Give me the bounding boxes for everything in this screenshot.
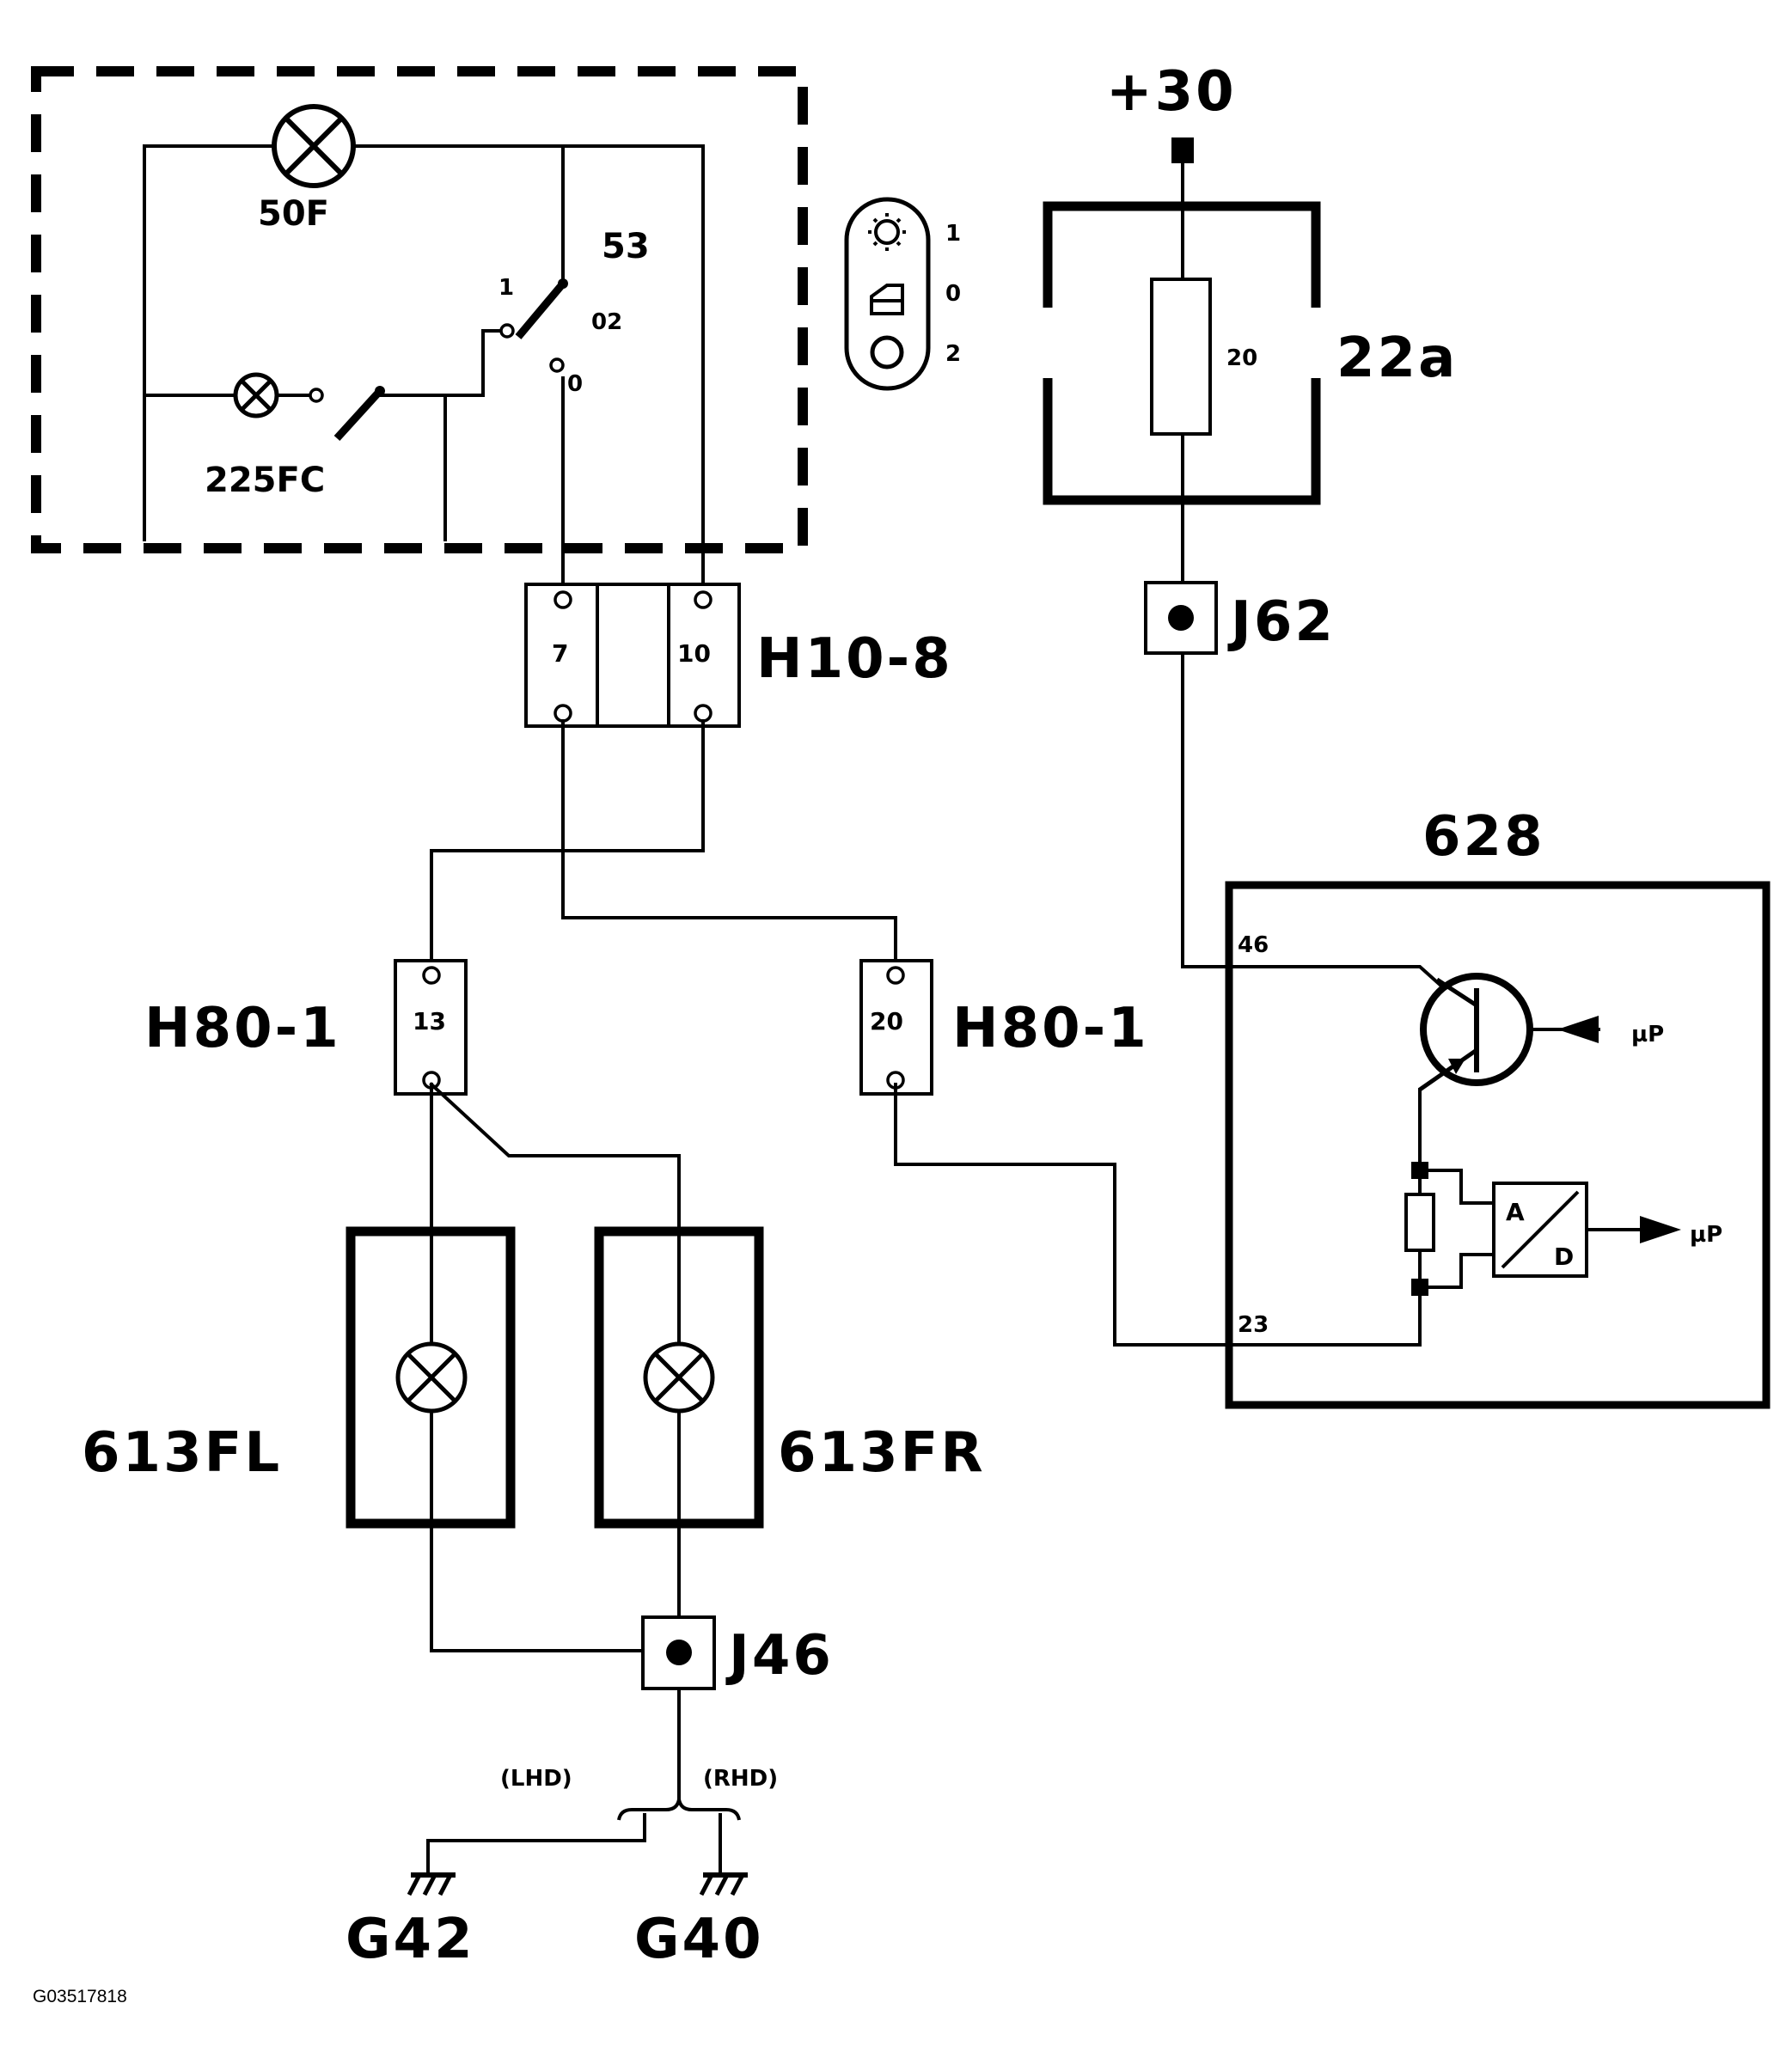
module-628-pin-23: 23 bbox=[1238, 1312, 1269, 1338]
lamp-50f-icon bbox=[272, 104, 356, 188]
lamp-225fc-icon bbox=[233, 372, 279, 418]
selector-contact-1 bbox=[499, 323, 515, 339]
junction-j46: J46 bbox=[641, 1615, 834, 1690]
selector-blade-icon bbox=[515, 281, 566, 339]
ground-rhd-label: (RHD) bbox=[703, 1766, 778, 1792]
selector-pivot bbox=[558, 278, 568, 289]
supply-label: +30 bbox=[1106, 60, 1237, 124]
switch-225fc-pivot bbox=[375, 386, 385, 396]
connector-h10-8-label: H10-8 bbox=[756, 627, 953, 691]
door-icon bbox=[870, 284, 904, 315]
figure-id: G03517818 bbox=[33, 1987, 127, 2006]
ground-g40-icon bbox=[699, 1872, 748, 1896]
fuse-box-label: 22a bbox=[1336, 327, 1458, 390]
connector-h10-8: 7 10 H10-8 bbox=[524, 583, 953, 728]
module-628-pin-46: 46 bbox=[1238, 932, 1269, 958]
module-signal-in: µP bbox=[1631, 1022, 1664, 1047]
ground-lhd-label: (LHD) bbox=[500, 1766, 572, 1792]
selector-pos-1: 1 bbox=[498, 275, 514, 301]
transistor-icon bbox=[1418, 973, 1533, 1092]
wire-613fl-to-j46 bbox=[430, 1522, 645, 1652]
h10-8-pin-10: 10 bbox=[677, 639, 711, 668]
wire-ad-top bbox=[1427, 1169, 1495, 1205]
selector-label: 53 bbox=[602, 227, 650, 266]
junction-j62-label: J62 bbox=[1227, 590, 1336, 654]
ground-g40-label: G40 bbox=[634, 1908, 764, 1971]
switch-unit: 50F 225FC 53 1 02 0 bbox=[31, 66, 808, 590]
wire-lamp-right bbox=[351, 144, 705, 541]
wire-switch-out bbox=[378, 329, 509, 397]
h80-right-pin: 20 bbox=[870, 1007, 903, 1035]
lamp-613fr-label: 613FR bbox=[778, 1421, 986, 1485]
ground-option-brace bbox=[617, 1799, 741, 1821]
ad-label-a: A bbox=[1506, 1198, 1525, 1226]
wire-ad-bottom bbox=[1427, 1253, 1495, 1289]
switch-225fc-label: 225FC bbox=[205, 461, 325, 500]
position-legend: 1 0 2 bbox=[844, 197, 961, 391]
h10-8-pin-7: 7 bbox=[552, 639, 568, 668]
ad-converter: A D bbox=[1492, 1182, 1588, 1278]
fuse-box-22a: 20 22a bbox=[1043, 201, 1458, 505]
legend-pos-0: 0 bbox=[945, 281, 961, 307]
wire-h10-pin7-to-h80-20 bbox=[561, 719, 897, 964]
lamp-50f-label: 50F bbox=[258, 194, 329, 234]
connector-h80-1-right: 20 H80-1 bbox=[859, 959, 1149, 1096]
arrow-out-icon bbox=[1640, 1216, 1681, 1243]
wire-j62-to-628 bbox=[1181, 651, 1464, 1006]
wire-h10-pin10-to-h80-13 bbox=[430, 719, 705, 964]
lamp-613fl: 613FL bbox=[82, 1226, 516, 1529]
switch-225fc-blade-icon bbox=[333, 388, 383, 442]
connector-h80-1-left: 13 H80-1 bbox=[144, 959, 468, 1096]
module-628-label: 628 bbox=[1422, 805, 1545, 869]
lamp-613fl-label: 613FL bbox=[82, 1421, 282, 1485]
arrow-in-icon bbox=[1557, 1016, 1599, 1043]
module-628-enclosure bbox=[1225, 881, 1771, 1409]
sun-icon bbox=[868, 213, 906, 251]
fuse-icon bbox=[1150, 278, 1212, 436]
selector-pos-0: 0 bbox=[567, 371, 583, 397]
switch-unit-enclosure bbox=[31, 66, 808, 553]
legend-pos-2: 2 bbox=[945, 341, 961, 367]
wire-lamp-loop bbox=[143, 144, 277, 541]
module-628: 628 46 23 µP A D µP bbox=[1181, 651, 1771, 1409]
module-signal-out: µP bbox=[1690, 1222, 1722, 1248]
ground-g42-icon bbox=[407, 1872, 456, 1896]
switch-225fc-contact bbox=[309, 388, 324, 403]
ad-label-d: D bbox=[1554, 1243, 1574, 1271]
connector-h80-left-label: H80-1 bbox=[144, 997, 341, 1060]
wire-lhd-ground bbox=[426, 1813, 646, 1877]
ground-g42-label: G42 bbox=[346, 1908, 475, 1971]
h80-left-pin: 13 bbox=[413, 1007, 446, 1035]
connector-h80-right-label: H80-1 bbox=[952, 997, 1149, 1060]
junction-j46-label: J46 bbox=[725, 1624, 834, 1688]
resistor-icon bbox=[1404, 1193, 1435, 1252]
node-top bbox=[1411, 1162, 1428, 1179]
lamp-613fr: 613FR bbox=[594, 1226, 986, 1529]
wire-h80-20-to-628 bbox=[894, 1083, 1422, 1347]
node-bottom bbox=[1411, 1279, 1428, 1296]
junction-j62: J62 bbox=[1144, 581, 1336, 655]
fuse-value: 20 bbox=[1226, 345, 1257, 371]
selector-contact-0 bbox=[549, 357, 565, 373]
legend-pos-1: 1 bbox=[945, 221, 961, 247]
selector-pos-02: 02 bbox=[591, 309, 622, 335]
off-circle-icon bbox=[870, 335, 904, 369]
